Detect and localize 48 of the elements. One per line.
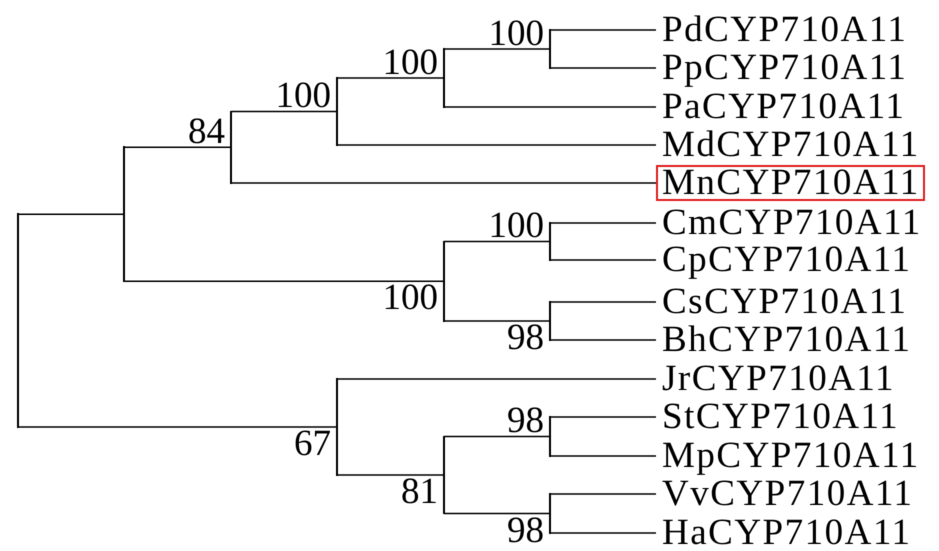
bootstrap-value: 81 xyxy=(401,476,438,508)
branch-line xyxy=(337,144,656,146)
taxon-label: CsCYP710A11 xyxy=(656,286,912,318)
bootstrap-value: 100 xyxy=(488,18,544,50)
bootstrap-value: 100 xyxy=(382,282,438,314)
bootstrap-value: 100 xyxy=(488,210,544,242)
taxon-label: MdCYP710A11 xyxy=(656,129,924,161)
branch-line xyxy=(550,67,656,69)
branch-line xyxy=(550,222,656,224)
branch-line xyxy=(231,182,656,184)
branch-line xyxy=(550,493,656,495)
branch-line xyxy=(444,436,550,438)
branch-line xyxy=(337,378,656,380)
branch-line xyxy=(550,455,656,457)
taxon-label: CmCYP710A11 xyxy=(656,207,926,239)
taxon-label: MnCYP710A11 xyxy=(658,167,923,199)
branch-line xyxy=(550,339,656,341)
taxon-label: PdCYP710A11 xyxy=(656,14,912,46)
taxon-label: BhCYP710A11 xyxy=(656,324,916,356)
branch-line xyxy=(550,259,656,261)
bootstrap-value: 98 xyxy=(507,514,544,546)
branch-line xyxy=(550,301,656,303)
branch-line xyxy=(444,240,550,242)
branch-line xyxy=(124,146,231,148)
branch-line xyxy=(124,280,444,282)
branch-line xyxy=(550,416,656,418)
taxon-label: JrCYP710A11 xyxy=(656,363,900,395)
taxon-label: PaCYP710A11 xyxy=(656,91,910,123)
branch-line xyxy=(444,48,550,50)
branch-line xyxy=(444,320,550,322)
bootstrap-value: 100 xyxy=(382,46,438,78)
branch-line xyxy=(231,110,337,112)
branch-line xyxy=(18,213,124,216)
branch-line xyxy=(337,77,444,79)
taxon-label: StCYP710A11 xyxy=(656,401,904,433)
branch-line xyxy=(444,106,656,108)
taxon-label: HaCYP710A11 xyxy=(656,517,916,549)
bootstrap-value: 98 xyxy=(507,322,544,354)
branch-line xyxy=(18,426,337,428)
branch-line xyxy=(550,29,656,31)
taxon-label: VvCYP710A11 xyxy=(656,478,918,510)
branch-line xyxy=(337,474,444,476)
bootstrap-value: 98 xyxy=(507,405,544,437)
bootstrap-value: 100 xyxy=(276,80,331,112)
branch-line xyxy=(444,512,550,514)
bootstrap-value: 67 xyxy=(294,428,331,460)
branch-line xyxy=(550,532,656,534)
bootstrap-value: 84 xyxy=(188,116,225,148)
